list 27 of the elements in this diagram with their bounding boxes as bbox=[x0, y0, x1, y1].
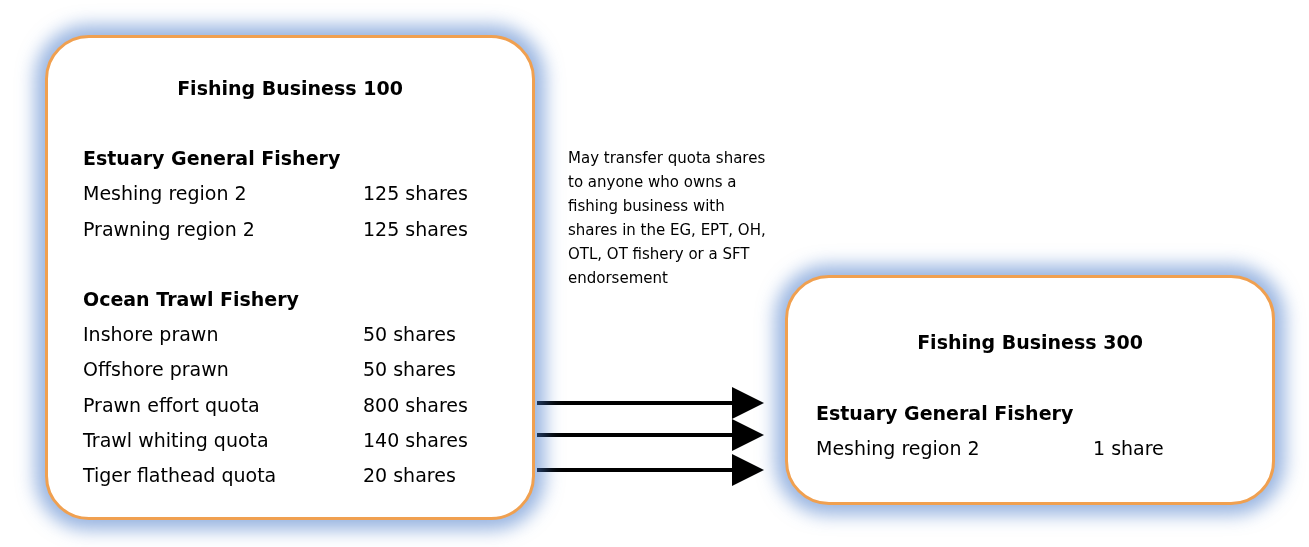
quota-entry: Meshing region 2 bbox=[816, 436, 980, 460]
business-box bbox=[785, 275, 1275, 505]
quota-entry: 125 shares bbox=[363, 181, 468, 205]
quota-entry: 50 shares bbox=[363, 322, 456, 346]
quota-entry: 140 shares bbox=[363, 428, 468, 452]
arrow bbox=[537, 454, 764, 486]
quota-entry: Offshore prawn bbox=[83, 357, 229, 381]
quota-entry: 50 shares bbox=[363, 357, 456, 381]
quota-entry: 20 shares bbox=[363, 463, 456, 487]
quota-entry: Tiger flathead quota bbox=[83, 463, 277, 487]
business-box bbox=[45, 35, 535, 520]
note-text: May transfer quota shares to anyone who owns a fishing business with shares in the EG, EPT, OH, OTL, OT fishery or a SFT endorsement bbox=[568, 148, 767, 289]
quota-entry: 125 shares bbox=[363, 217, 468, 241]
quota-entry: Prawn effort quota bbox=[83, 393, 260, 417]
section-heading: Estuary General Fishery bbox=[83, 146, 341, 170]
quota-entry: 1 share bbox=[1093, 436, 1164, 460]
arrow bbox=[537, 419, 764, 451]
section-heading: Estuary General Fishery bbox=[816, 401, 1074, 425]
quota-entry: Trawl whiting quota bbox=[83, 428, 269, 452]
box-title: Fishing Business 300 bbox=[916, 330, 1144, 354]
quota-entry: Prawning region 2 bbox=[83, 217, 255, 241]
section-heading: Ocean Trawl Fishery bbox=[83, 287, 299, 311]
box-title: Fishing Business 100 bbox=[176, 76, 404, 100]
quota-entry: Meshing region 2 bbox=[83, 181, 247, 205]
quota-entry: Inshore prawn bbox=[83, 322, 219, 346]
arrow bbox=[537, 387, 764, 419]
quota-entry: 800 shares bbox=[363, 393, 468, 417]
